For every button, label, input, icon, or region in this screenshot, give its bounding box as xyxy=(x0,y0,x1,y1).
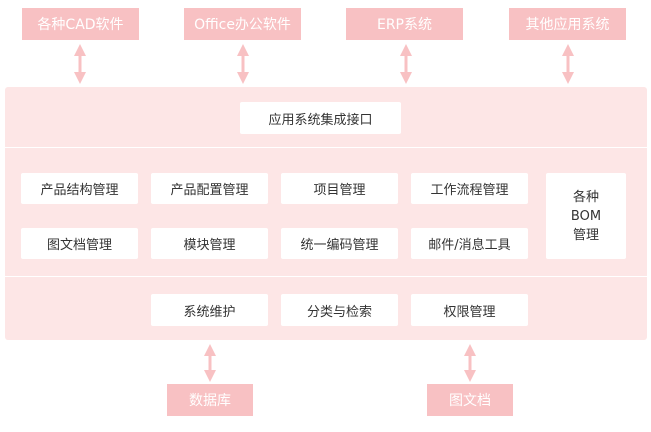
bom-line-3: 管理 xyxy=(572,227,599,243)
external-system-office: Office办公软件 xyxy=(184,8,301,40)
support-maintenance: 系统维护 xyxy=(151,294,268,326)
panel-divider-top xyxy=(5,147,647,148)
module-modules: 模块管理 xyxy=(151,228,268,259)
module-mail: 邮件/消息工具 xyxy=(411,228,528,259)
module-coding: 统一编码管理 xyxy=(281,228,398,259)
support-classification: 分类与检索 xyxy=(281,294,398,326)
external-system-erp: ERP系统 xyxy=(346,8,463,40)
bom-line-2: BOM xyxy=(570,208,602,224)
module-product-config: 产品配置管理 xyxy=(151,173,268,204)
integration-interface: 应用系统集成接口 xyxy=(240,102,401,134)
module-bom: 各种 BOM 管理 xyxy=(546,173,626,259)
module-documents: 图文档管理 xyxy=(21,228,138,259)
support-permissions: 权限管理 xyxy=(411,294,528,326)
panel-divider-bottom xyxy=(5,276,647,277)
bom-line-1: 各种 xyxy=(572,189,599,205)
storage-database: 数据库 xyxy=(167,384,253,416)
module-workflow: 工作流程管理 xyxy=(411,173,528,204)
module-product-structure: 产品结构管理 xyxy=(21,173,138,204)
external-system-other: 其他应用系统 xyxy=(509,8,626,40)
external-system-cad: 各种CAD软件 xyxy=(22,8,139,40)
storage-documents: 图文档 xyxy=(427,384,513,416)
module-project: 项目管理 xyxy=(281,173,398,204)
